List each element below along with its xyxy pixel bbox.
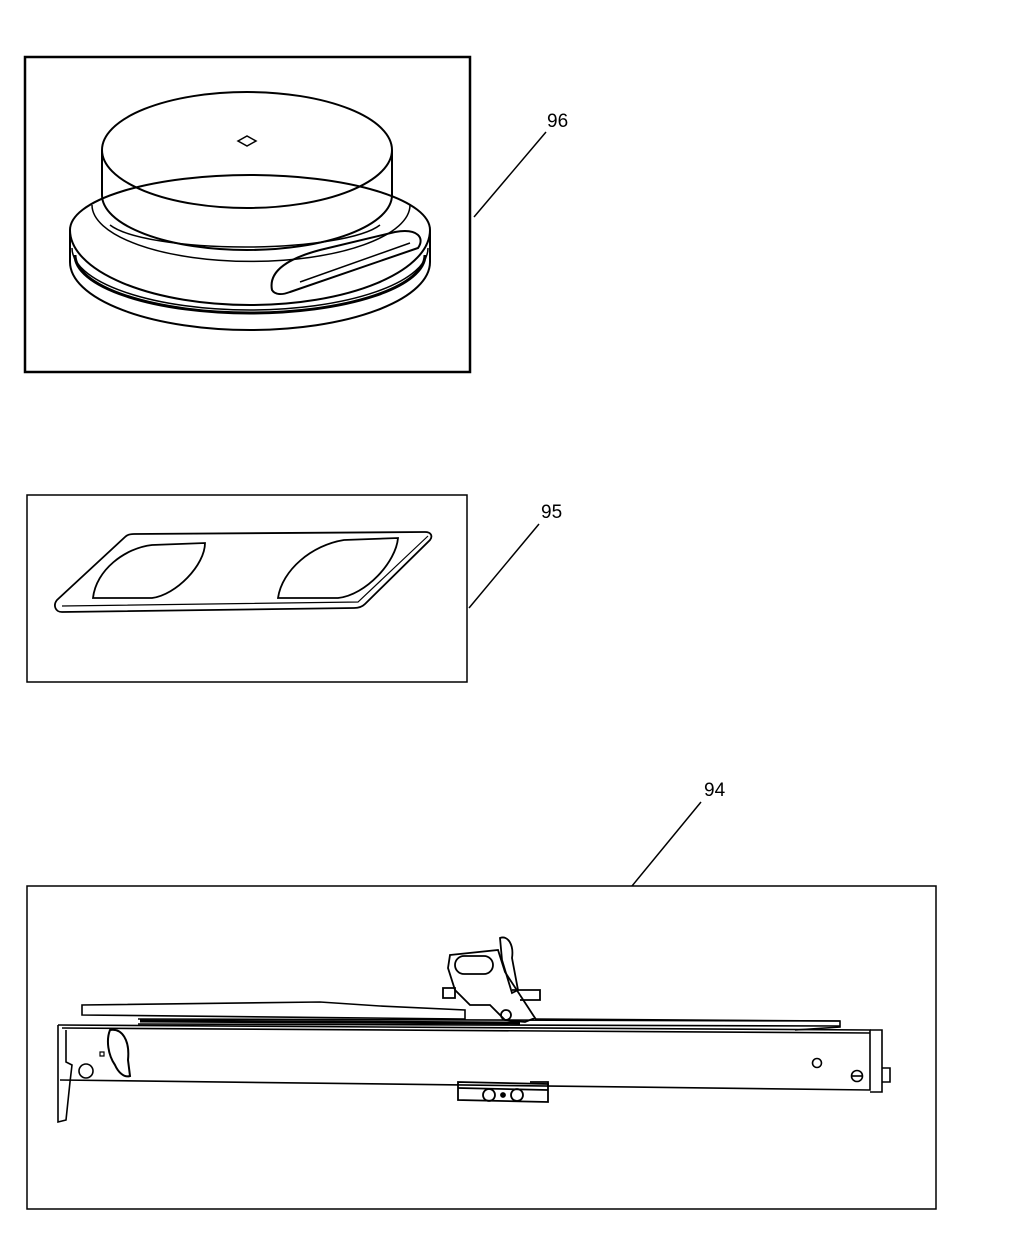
part-96-group: 96 [23,55,568,374]
rail-upper-slide [81,1001,841,1031]
part-96-frame [23,55,472,374]
plate-outline [54,531,433,613]
lid-latch-lever [270,230,422,296]
callout-95-label: 95 [541,502,562,523]
plate-right-opening [276,537,399,599]
plate-left-opening [91,542,206,599]
lid-center-hole [236,135,258,147]
rail-bottom-carriage [457,1081,549,1103]
part-95-frame [26,494,468,683]
lid-top-cylinder [101,91,393,251]
callout-96-label: 96 [547,111,568,132]
rail-latch-block [442,936,541,1023]
rail-main-beam [57,1024,891,1093]
callout-94-label: 94 [704,780,726,801]
callout-94-leader [631,801,702,887]
part-95-group: 95 [26,494,562,683]
part-94-frame [26,885,937,1210]
callout-95-leader [468,523,540,609]
lid-base-flange [69,174,431,331]
rail-left-end-clamp [57,1025,132,1124]
rail-right-screws [811,1057,864,1083]
callout-96-leader [473,131,547,218]
part-94-group: 94 [26,780,937,1210]
